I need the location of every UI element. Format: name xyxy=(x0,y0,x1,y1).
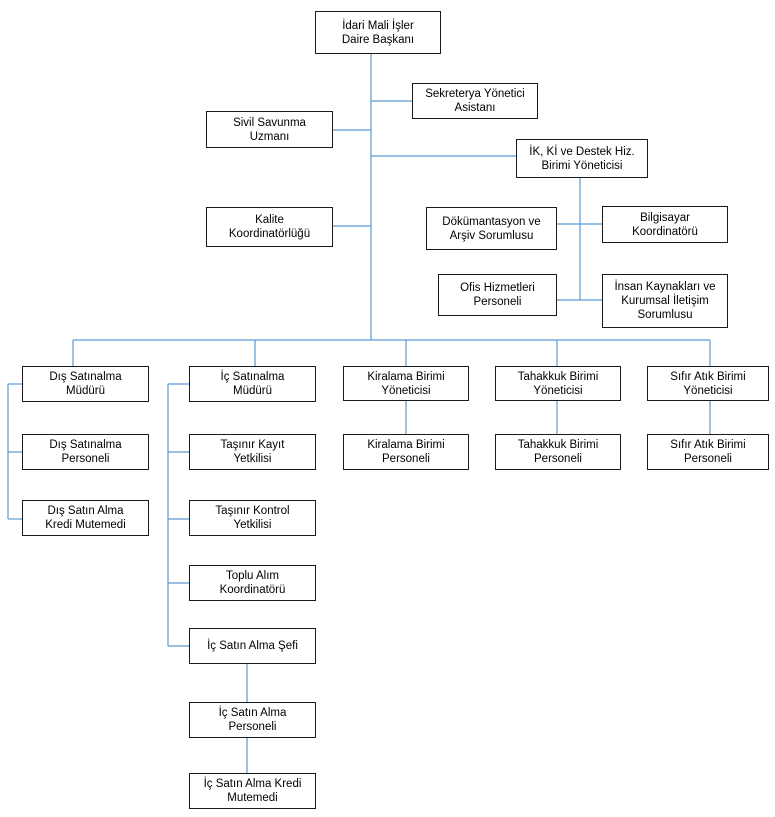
node-label: İdari Mali İşler Daire Başkanı xyxy=(341,19,415,46)
node-label: Toplu Alım Koordinatörü xyxy=(219,570,286,596)
node-label: Dış Satınalma Müdürü xyxy=(49,371,122,397)
node-root: İdari Mali İşler Daire Başkanı xyxy=(315,11,441,54)
node-label: İK, Kİ ve Destek Hiz. Birimi Yöneticisi xyxy=(529,145,635,172)
node-toplu-alim: Toplu Alım Koordinatörü xyxy=(189,565,316,601)
node-sifir-atik-yonetici: Sıfır Atık Birimi Yöneticisi xyxy=(647,366,769,401)
node-dis-satin-alma-kredi: Dış Satın Alma Kredi Mutemedi xyxy=(22,500,149,536)
node-label: Kiralama Birimi Yöneticisi xyxy=(367,370,445,397)
node-ik-ki: İK, Kİ ve Destek Hiz. Birimi Yöneticisi xyxy=(516,139,648,178)
node-label: Tahakkuk Birimi Personeli xyxy=(517,439,599,465)
node-label: Sekreterya Yönetici Asistanı xyxy=(425,88,525,114)
node-label: Taşınır Kayıt Yetkilisi xyxy=(220,439,285,465)
node-tahakkuk-yonetici: Tahakkuk Birimi Yöneticisi xyxy=(495,366,621,401)
node-dis-satinalma-personeli: Dış Satınalma Personeli xyxy=(22,434,149,470)
node-insan-kaynaklari: İnsan Kaynakları ve Kurumsal İletişim So… xyxy=(602,274,728,328)
node-ofis: Ofis Hizmetleri Personeli xyxy=(438,274,557,316)
node-sivil-savunma: Sivil Savunma Uzmanı xyxy=(206,111,333,148)
node-label: Taşınır Kontrol Yetkilisi xyxy=(215,505,290,531)
node-ic-satinalma-muduru: İç Satınalma Müdürü xyxy=(189,366,316,402)
node-label: Kalite Koordinatörlüğü xyxy=(228,214,311,240)
node-kiralama-yonetici: Kiralama Birimi Yöneticisi xyxy=(343,366,469,401)
node-label: Ofis Hizmetleri Personeli xyxy=(460,282,535,308)
node-tasinir-kontrol: Taşınır Kontrol Yetkilisi xyxy=(189,500,316,536)
node-label: İç Satın Alma Şefi xyxy=(207,640,298,652)
node-dokumantasyon: Dökümantasyon ve Arşiv Sorumlusu xyxy=(426,207,557,250)
node-tasinir-kayit: Taşınır Kayıt Yetkilisi xyxy=(189,434,316,470)
node-label: İnsan Kaynakları ve Kurumsal İletişim So… xyxy=(614,281,716,321)
node-label: Dış Satın Alma Kredi Mutemedi xyxy=(45,505,126,531)
node-ic-satin-alma-personeli: İç Satın Alma Personeli xyxy=(189,702,316,738)
node-sekreterya: Sekreterya Yönetici Asistanı xyxy=(412,83,538,119)
node-label: İç Satınalma Müdürü xyxy=(220,371,285,397)
node-label: İç Satın Alma Personeli xyxy=(218,707,287,733)
node-label: İç Satın Alma Kredi Mutemedi xyxy=(203,778,302,804)
node-label: Sivil Savunma Uzmanı xyxy=(233,116,306,143)
node-kiralama-personel: Kiralama Birimi Personeli xyxy=(343,434,469,470)
node-label: Sıfır Atık Birimi Yöneticisi xyxy=(670,370,746,397)
node-label: Dökümantasyon ve Arşiv Sorumlusu xyxy=(442,215,541,242)
node-label: Sıfır Atık Birimi Personeli xyxy=(670,439,746,465)
node-label: Tahakkuk Birimi Yöneticisi xyxy=(517,370,599,397)
node-ic-satin-alma-kredi: İç Satın Alma Kredi Mutemedi xyxy=(189,773,316,809)
node-label: Dış Satınalma Personeli xyxy=(49,439,122,465)
node-dis-satinalma-muduru: Dış Satınalma Müdürü xyxy=(22,366,149,402)
node-label: Bilgisayar Koordinatörü xyxy=(632,211,698,238)
node-bilgisayar: Bilgisayar Koordinatörü xyxy=(602,206,728,243)
node-label: Kiralama Birimi Personeli xyxy=(367,439,445,465)
node-ic-satin-alma-sefi: İç Satın Alma Şefi xyxy=(189,628,316,664)
node-kalite: Kalite Koordinatörlüğü xyxy=(206,207,333,247)
node-tahakkuk-personel: Tahakkuk Birimi Personeli xyxy=(495,434,621,470)
node-sifir-atik-personel: Sıfır Atık Birimi Personeli xyxy=(647,434,769,470)
